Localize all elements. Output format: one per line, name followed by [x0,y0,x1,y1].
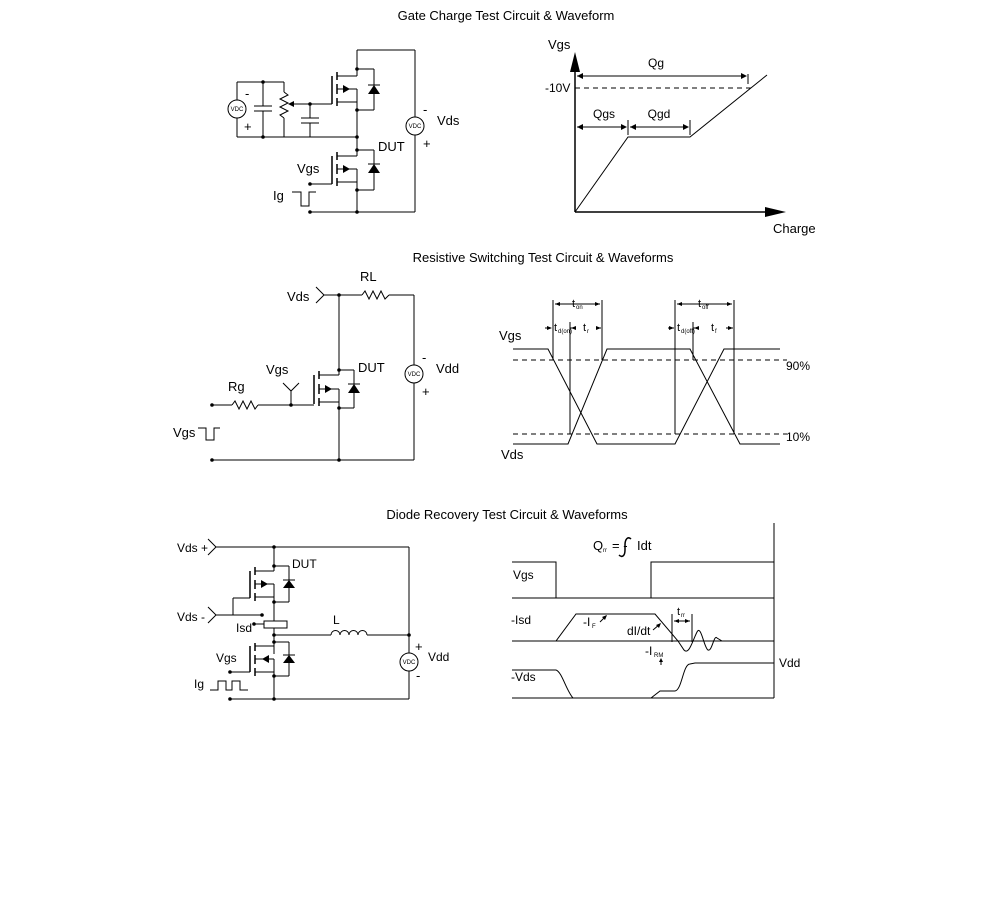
res-tf-t: t [711,322,714,334]
res-rg-label: Rg [228,379,245,394]
gate-qgd-label: Qgd [648,107,671,121]
diode-vgs-wave [512,561,774,599]
res-toff-t: t [698,298,701,310]
res-rl-label: RL [360,269,377,284]
res-tr-sub: r [587,329,589,335]
diode-vds-wave [512,662,774,699]
res-tdoff-sub: d(off) [681,329,695,335]
gate-source-right-plus: + [423,136,431,151]
gate-source-left-minus: - [245,86,249,101]
diode-title: Diode Recovery Test Circuit & Waveforms [386,507,628,522]
diode-didt-label: dI/dt [627,624,651,638]
diode-recovery-section: Diode Recovery Test Circuit & Waveforms … [177,507,800,701]
res-vds-label: Vds [287,289,310,304]
diode-qrr-eq: = - [612,538,628,553]
gate-vds-label: Vds [437,113,460,128]
res-toff-sub: off [702,305,709,311]
diode-ig-label: Ig [194,677,204,691]
res-source-label: VDC [408,372,421,378]
res-plus: + [422,384,430,399]
diode-isd-label: Isd [236,621,252,635]
gate-ig-pulse [292,191,316,207]
diode-qrr-int: Idt [637,538,652,553]
res-tdoff-t: t [677,322,680,334]
diode-wf-vgs-label: Vgs [513,568,534,582]
gate-level-label: -10V [545,81,570,95]
gate-y-axis-label: Vgs [548,37,571,52]
diode-plus: + [415,639,423,654]
diode-wf-vds-label: -Vds [511,670,536,684]
diode-if-pre: -I [583,615,590,629]
diode-vds-plus-label: Vds + [177,541,208,555]
gate-charge-waveform: Vgs Charge -10V Qg Qgs Qgd [545,37,816,236]
diode-vgs-label: Vgs [216,651,237,665]
diode-l-label: L [333,613,340,627]
res-vgs-label: Vgs [266,362,289,377]
gate-source-left [227,99,247,119]
diode-qrr-q: Q [593,538,603,553]
res-ton-t: t [572,298,575,310]
res-ton-sub: on [576,305,583,311]
diode-wf-isd-label: -Isd [511,613,531,627]
diode-wf-vdd-label: Vdd [779,656,800,670]
res-10-label: 10% [786,430,810,444]
diode-vdd-label: Vdd [428,650,449,664]
diode-dut-label: DUT [292,557,317,571]
resistive-title: Resistive Switching Test Circuit & Wavef… [413,250,674,265]
diode-isd-wave [512,613,723,652]
diode-qrr-sub: rr [603,548,607,554]
gate-charge-circuit: VDC - + [227,49,460,214]
gate-x-axis-label: Charge [773,221,816,236]
gate-qgs-label: Qgs [593,107,615,121]
resistive-circuit: Vds RL VDC - + Vdd [173,269,459,462]
diode-source-label: VDC [403,660,416,666]
diode-waveform: Q rr = - Idt Vgs -Isd -I F dI/dt [511,523,800,699]
res-tf-sub: f [715,329,717,335]
gate-dut-label: DUT [378,139,405,154]
res-tdon-t: t [554,322,557,334]
res-wf-vds-label: Vds [501,447,524,462]
diode-trr-sub: rr [681,613,685,619]
diode-irm-sub: RM [654,653,663,659]
res-wf-vgs-label: Vgs [499,328,522,343]
gate-source-right-minus: - [423,102,427,117]
res-vgs-pulse [198,427,220,441]
res-vgs-pulse-label: Vgs [173,425,196,440]
gate-charge-title: Gate Charge Test Circuit & Waveform [398,8,615,23]
resistive-switching-section: Resistive Switching Test Circuit & Wavef… [173,250,810,462]
diode-ig-pulse [210,680,248,691]
diode-vds-minus-label: Vds - [177,610,205,624]
diode-irm-pre: -I [645,644,652,658]
res-vgs-wave [513,348,780,445]
gate-source-left-label: VDC [231,107,244,113]
gate-source-left-plus: + [244,119,252,134]
res-tr-t: t [583,322,586,334]
gate-qg-label: Qg [648,56,664,70]
res-vdd-label: Vdd [436,361,459,376]
gate-source-right-label: VDC [409,124,422,130]
diode-integral-sign [618,537,632,558]
res-dut-label: DUT [358,360,385,375]
res-minus: - [422,350,426,365]
diode-if-sub: F [592,624,596,630]
gate-charge-section: Gate Charge Test Circuit & Waveform VDC … [227,8,816,236]
gate-ig-label: Ig [273,188,284,203]
res-90-label: 90% [786,359,810,373]
diode-circuit: Vds + DUT [177,538,449,701]
gate-charge-curve [574,74,768,213]
resistive-waveform: Vgs Vds 90% 10% t on [499,298,810,462]
res-tdon-sub: d(on) [558,329,572,335]
diode-minus: - [416,668,420,683]
gate-vgs-label: Vgs [297,161,320,176]
diode-trr-t: t [677,606,680,618]
res-vds-wave [513,348,780,445]
